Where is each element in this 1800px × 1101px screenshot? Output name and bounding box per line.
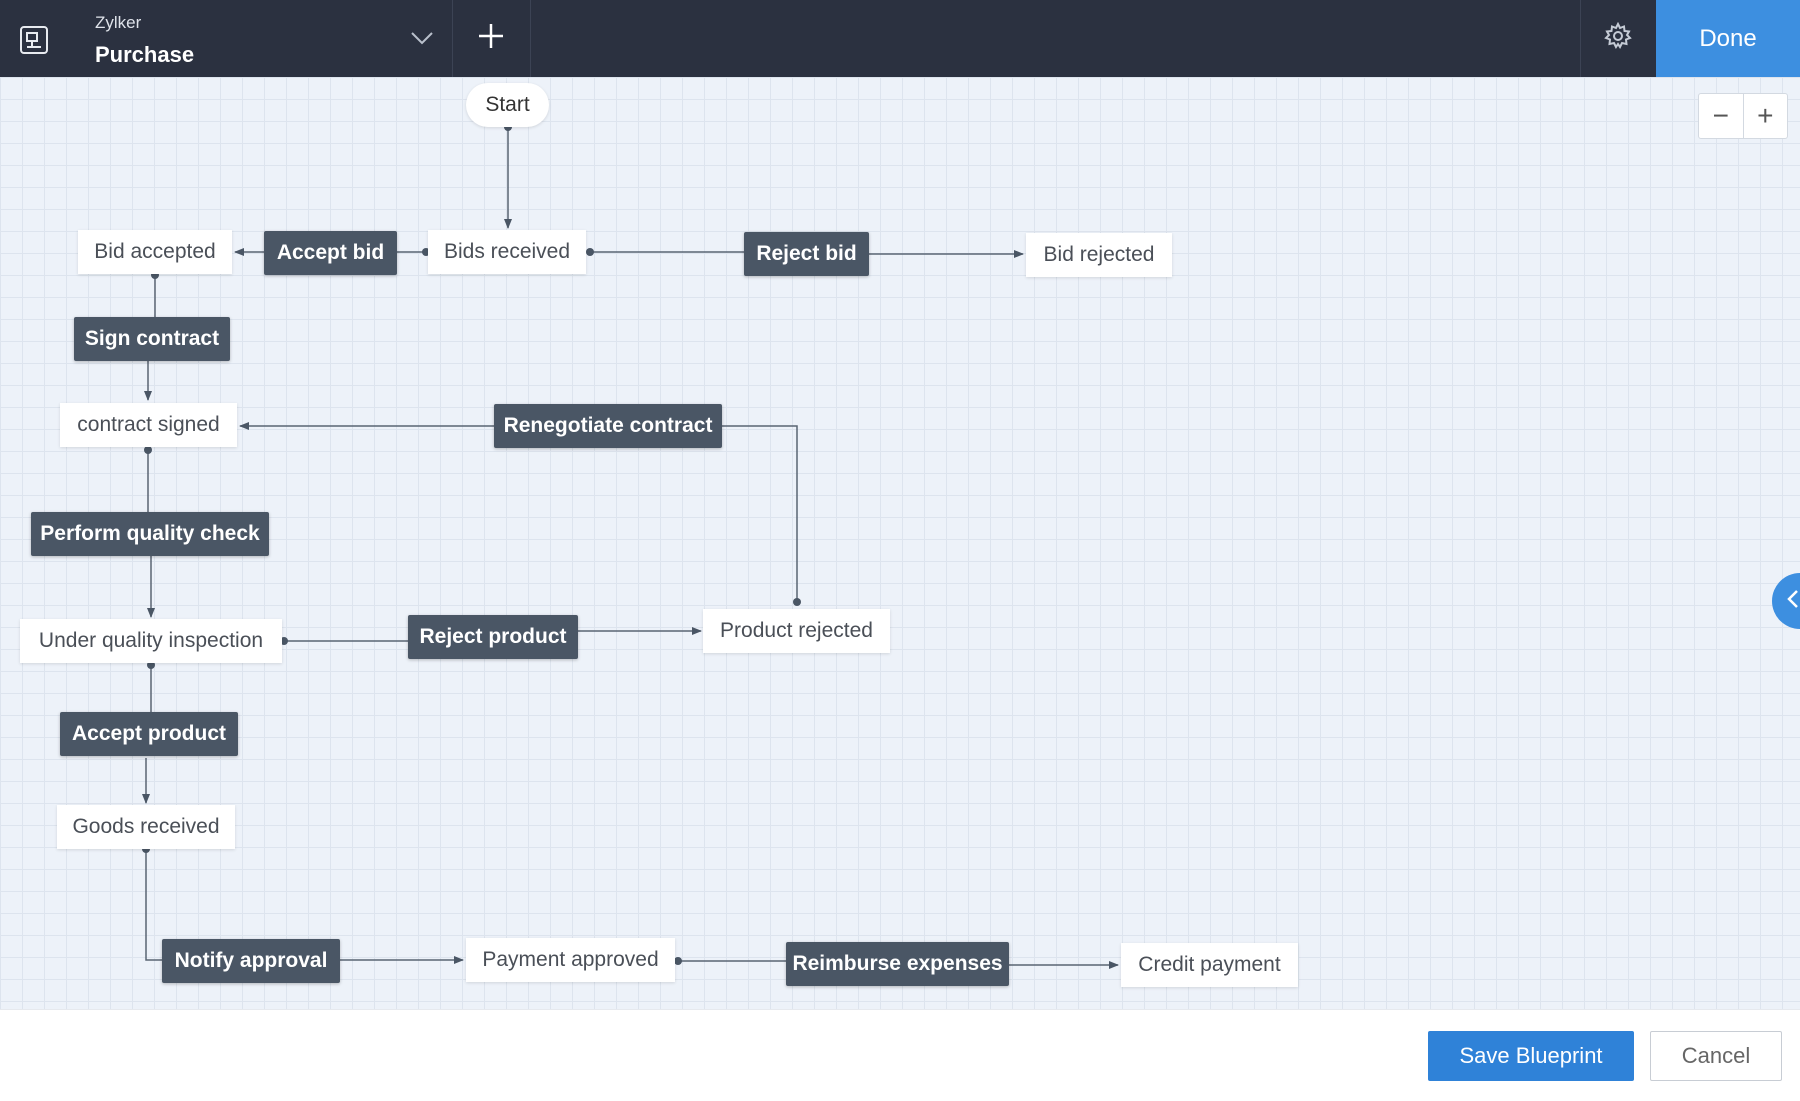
top-bar: Zylker Purchase Done <box>0 0 1800 77</box>
blueprint-canvas[interactable]: Start Bids received Bid accepted Bid rej… <box>0 77 1800 1009</box>
add-button[interactable] <box>452 0 530 77</box>
transition-perform-quality-check[interactable]: Perform quality check <box>31 512 269 556</box>
transition-accept-bid[interactable]: Accept bid <box>264 231 397 275</box>
done-button[interactable]: Done <box>1656 0 1800 77</box>
gear-icon <box>1604 21 1632 55</box>
divider <box>452 0 453 77</box>
transition-reimburse-expenses[interactable]: Reimburse expenses <box>786 942 1009 986</box>
transition-accept-product[interactable]: Accept product <box>60 712 238 756</box>
save-blueprint-button[interactable]: Save Blueprint <box>1428 1031 1634 1081</box>
transition-renegotiate-contract[interactable]: Renegotiate contract <box>494 404 722 448</box>
transition-sign-contract[interactable]: Sign contract <box>74 317 230 361</box>
state-payment-approved[interactable]: Payment approved <box>466 938 675 982</box>
transition-reject-product[interactable]: Reject product <box>408 615 578 659</box>
divider <box>1580 0 1581 77</box>
connector-lines <box>142 123 1119 969</box>
state-contract-signed[interactable]: contract signed <box>60 403 237 447</box>
state-goods-received[interactable]: Goods received <box>57 805 235 849</box>
transition-notify-approval[interactable]: Notify approval <box>162 939 340 983</box>
settings-button[interactable] <box>1580 0 1656 77</box>
state-product-rejected[interactable]: Product rejected <box>703 609 890 653</box>
org-name: Zylker <box>95 13 142 32</box>
module-name: Purchase <box>95 42 195 67</box>
zoom-in-button[interactable]: + <box>1742 94 1788 138</box>
divider <box>530 0 531 77</box>
state-bid-rejected[interactable]: Bid rejected <box>1026 233 1172 277</box>
zoom-control: − + <box>1698 93 1788 139</box>
footer-bar: Save Blueprint Cancel <box>0 1009 1800 1101</box>
state-credit-payment[interactable]: Credit payment <box>1121 943 1298 987</box>
blueprint-icon[interactable] <box>16 22 52 58</box>
chevron-down-icon[interactable] <box>400 22 444 54</box>
chevron-left-icon <box>1786 589 1800 614</box>
state-under-quality-inspection[interactable]: Under quality inspection <box>20 619 282 663</box>
start-node[interactable]: Start <box>466 83 549 127</box>
plus-icon <box>477 22 505 55</box>
zoom-out-button[interactable]: − <box>1712 100 1729 131</box>
transition-reject-bid[interactable]: Reject bid <box>744 232 869 276</box>
cancel-button[interactable]: Cancel <box>1650 1031 1782 1081</box>
state-bids-received[interactable]: Bids received <box>428 230 586 274</box>
state-bid-accepted[interactable]: Bid accepted <box>78 230 232 274</box>
